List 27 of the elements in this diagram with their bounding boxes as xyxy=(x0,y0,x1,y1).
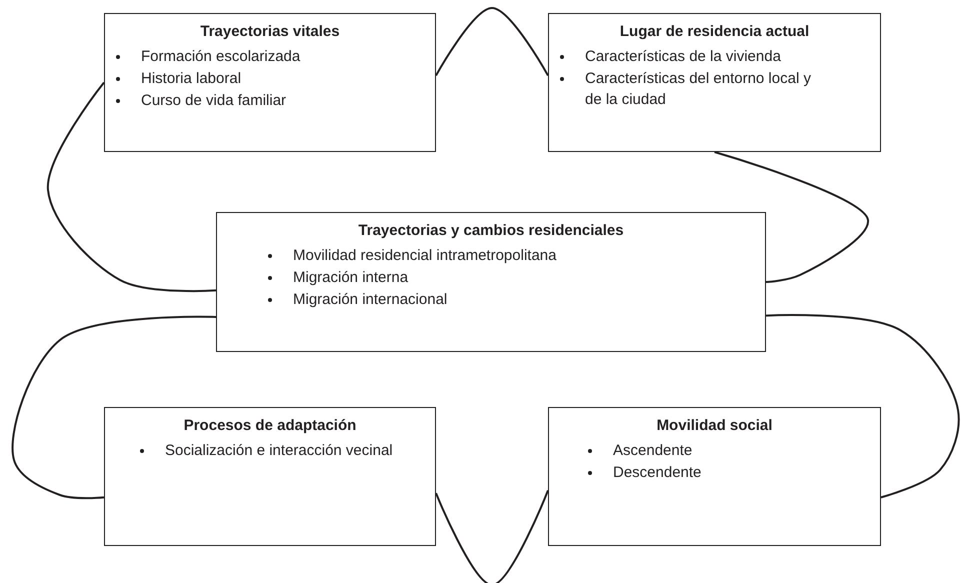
box-heading: Lugar de residencia actual xyxy=(618,23,810,40)
text-box xyxy=(216,212,766,352)
list-item: Historia laboral xyxy=(141,70,242,87)
list-item: Características del entorno local y de la ciudad xyxy=(585,70,811,108)
list-item: Características de la vivienda xyxy=(585,48,781,65)
list-item: Ascendente xyxy=(613,442,692,459)
box-heading: Procesos de adaptación xyxy=(182,417,358,434)
connector-curve xyxy=(714,151,869,283)
connector-curve xyxy=(12,316,216,500)
list-item: Socialización e interacción vecinal xyxy=(165,442,393,459)
list-item: Curso de vida familiar xyxy=(141,92,286,109)
text-box xyxy=(548,13,881,152)
text-box xyxy=(548,407,881,546)
list-item: Formación escolarizada xyxy=(141,48,300,65)
connector-curve xyxy=(47,82,216,292)
connector-curve xyxy=(766,314,960,498)
text-box xyxy=(104,407,436,546)
box-heading: Trayectorias vitales xyxy=(199,23,341,40)
list-item: Movilidad residencial intrametropolitana xyxy=(293,247,556,264)
box-heading: Movilidad social xyxy=(656,417,774,434)
connector-curve xyxy=(435,490,549,583)
text-box xyxy=(104,13,436,152)
list-item: Migración internacional xyxy=(293,291,448,308)
list-item: Descendente xyxy=(613,464,702,481)
list-item: Migración interna xyxy=(293,269,408,286)
connector-curve xyxy=(435,7,549,76)
box-heading: Trayectorias y cambios residenciales xyxy=(357,222,625,239)
